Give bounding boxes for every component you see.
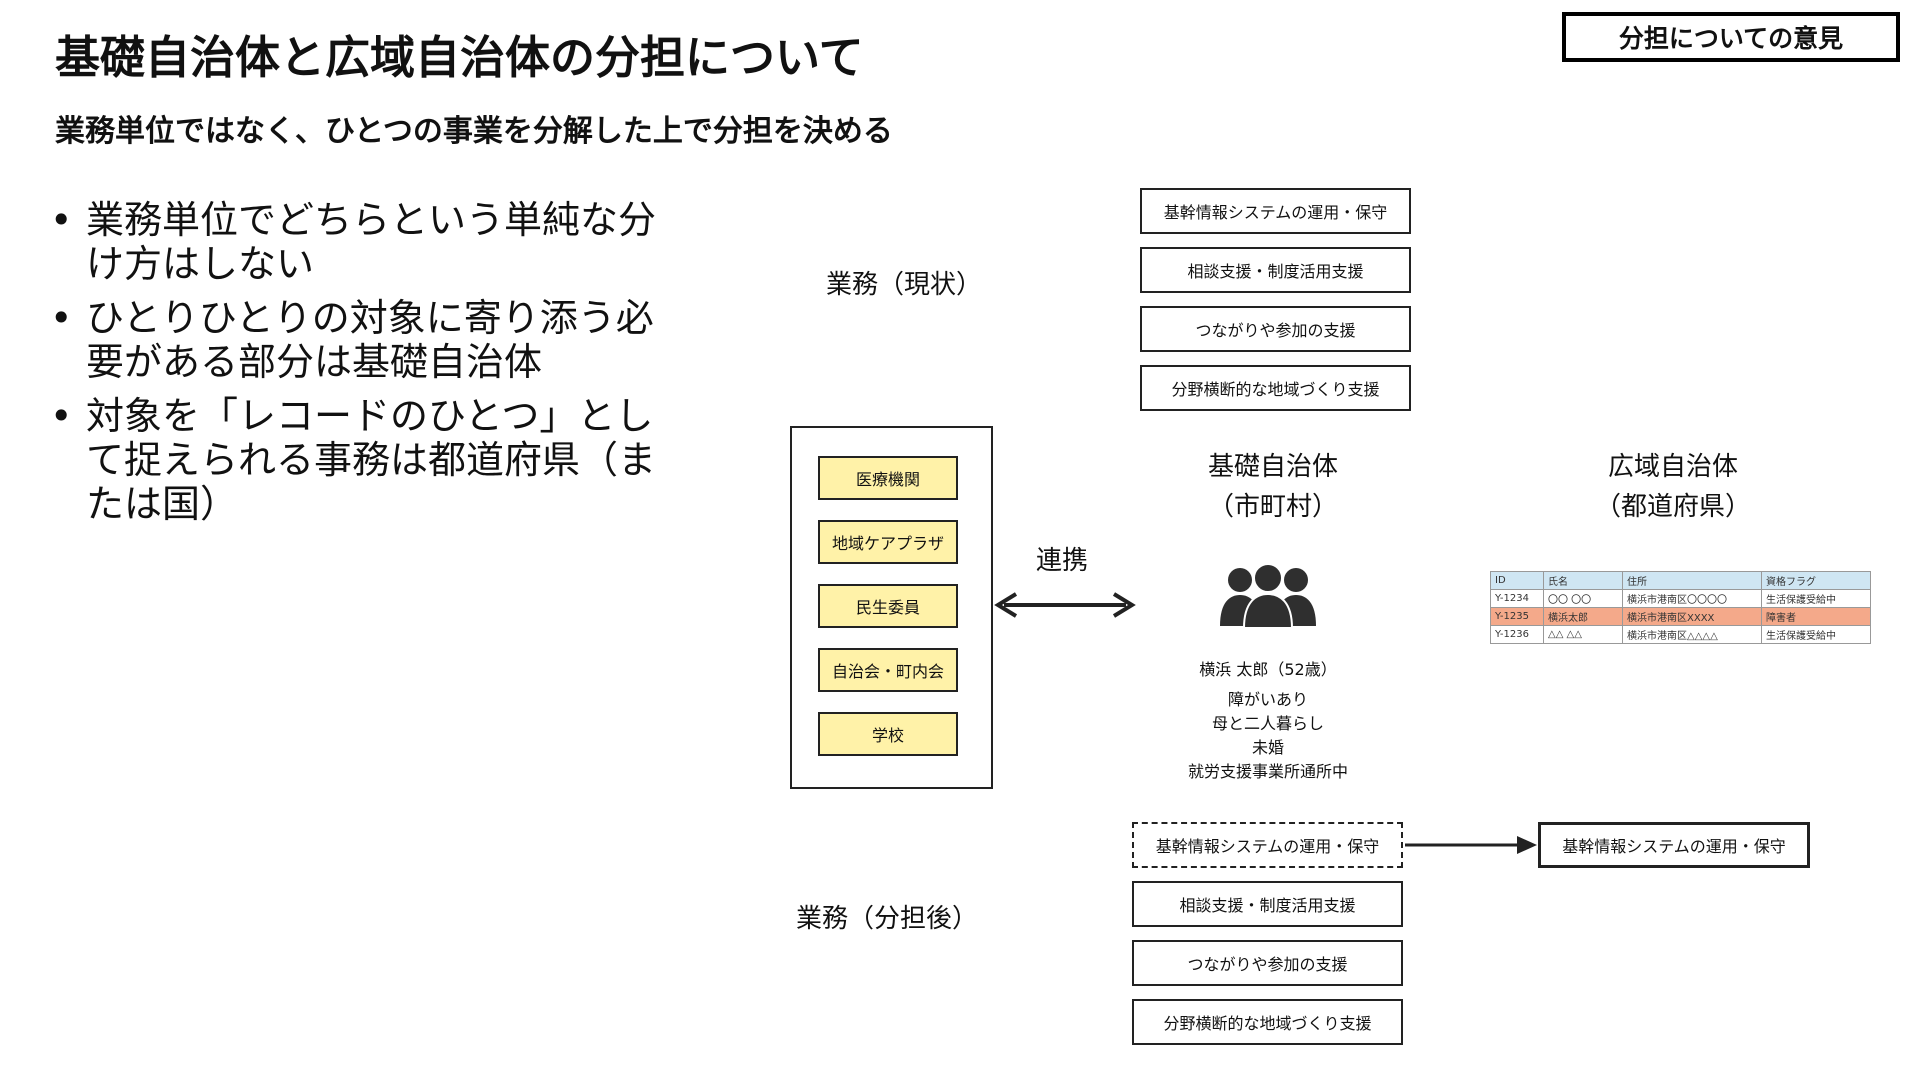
table-cell: Y-1234 [1490,589,1544,608]
person-detail: 母と二人暮らし [1211,714,1324,733]
partner-box: 学校 [818,712,958,756]
table-header-cell: 資格フラグ [1761,571,1871,590]
current-task-box: 分野横断的な地域づくり支援 [1140,365,1411,411]
partner-box: 民生委員 [818,584,958,628]
records-table: ID 氏名 住所 資格フラグ Y-1234 〇〇 〇〇 横浜市港南区〇〇〇〇 生… [1490,571,1871,644]
municipality-sublabel: （市町村） [1207,492,1338,522]
bullet-list: 業務単位でどちらという単純な分け方はしない ひとりひとりの対象に寄り添う必要があ… [48,198,688,536]
opinion-tag: 分担についての意見 [1562,12,1900,62]
after-task-box-moved: 基幹情報システムの運用・保守 [1132,822,1403,868]
bullet-item: 対象を「レコードのひとつ」として捉えられる事務は都道府県（または国） [48,394,688,526]
prefecture-label: 広域自治体 [1607,452,1738,482]
table-header-row: ID 氏名 住所 資格フラグ [1490,571,1871,590]
person-detail: 障がいあり [1227,690,1308,709]
table-cell: 生活保護受給中 [1761,589,1871,608]
current-task-box: つながりや参加の支援 [1140,306,1411,352]
table-cell: 横浜市港南区XXXX [1622,607,1762,626]
table-cell: 横浜市港南区〇〇〇〇 [1622,589,1762,608]
table-row: Y-1236 △△ △△ 横浜市港南区△△△△ 生活保護受給中 [1490,625,1871,644]
partners-frame [790,426,993,789]
table-header-cell: 氏名 [1543,571,1623,590]
table-cell: 〇〇 〇〇 [1543,589,1623,608]
partner-box: 医療機関 [818,456,958,500]
person-name: 横浜 太郎（52歳） [1199,660,1337,679]
current-task-box: 基幹情報システムの運用・保守 [1140,188,1411,234]
table-cell: 生活保護受給中 [1761,625,1871,644]
current-task-box: 相談支援・制度活用支援 [1140,247,1411,293]
partner-box: 自治会・町内会 [818,648,958,692]
person-detail: 未婚 [1251,738,1284,757]
municipality-label: 基礎自治体 [1207,452,1338,482]
page-subtitle: 業務単位ではなく、ひとつの事業を分解した上で分担を決める [55,114,893,149]
right-arrow-icon [1405,836,1537,854]
table-cell: 横浜太郎 [1543,607,1623,626]
table-header-cell: 住所 [1622,571,1762,590]
people-group-icon [1220,563,1316,629]
table-row-highlighted: Y-1235 横浜太郎 横浜市港南区XXXX 障害者 [1490,607,1871,626]
prefecture-task-box: 基幹情報システムの運用・保守 [1538,822,1810,868]
after-tasks-label: 業務（分担後） [796,904,979,934]
person-detail: 就労支援事業所通所中 [1187,762,1348,781]
table-header-cell: ID [1490,571,1544,590]
table-cell: Y-1235 [1490,607,1544,626]
table-cell: 障害者 [1761,607,1871,626]
person-info: 横浜 太郎（52歳） 障がいあり 母と二人暮らし 未婚 就労支援事業所通所中 [1148,658,1388,784]
after-task-box: 相談支援・制度活用支援 [1132,881,1403,927]
table-row: Y-1234 〇〇 〇〇 横浜市港南区〇〇〇〇 生活保護受給中 [1490,589,1871,608]
page-title: 基礎自治体と広域自治体の分担について [55,31,864,84]
after-task-box: 分野横断的な地域づくり支援 [1132,999,1403,1045]
table-cell: 横浜市港南区△△△△ [1622,625,1762,644]
partner-box: 地域ケアプラザ [818,520,958,564]
bullet-item: 業務単位でどちらという単純な分け方はしない [48,198,688,286]
prefecture-sublabel: （都道府県） [1594,492,1751,522]
table-cell: Y-1236 [1490,625,1544,644]
current-tasks-label: 業務（現状） [826,270,983,300]
double-arrow-icon [994,592,1136,618]
after-task-box: つながりや参加の支援 [1132,940,1403,986]
bullet-item: ひとりひとりの対象に寄り添う必要がある部分は基礎自治体 [48,296,688,384]
link-label: 連携 [1036,546,1089,576]
table-cell: △△ △△ [1543,625,1623,644]
